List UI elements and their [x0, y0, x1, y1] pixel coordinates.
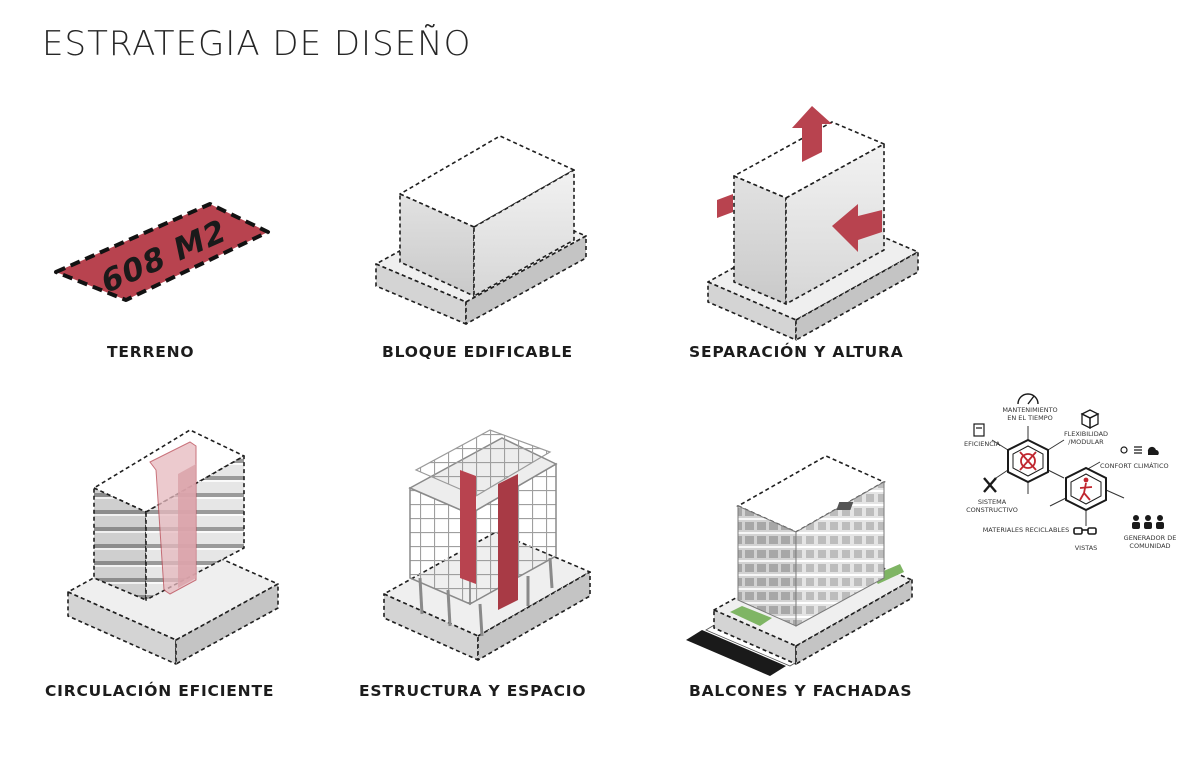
side-arrow-icon [832, 204, 882, 252]
criteria-diagram: MANTENIMIENTO EN EL TIEMPO EFICIENCIA FL… [836, 393, 1177, 552]
label-flexibilidad-1: FLEXIBILIDAD [1064, 430, 1108, 438]
label-eficiencia: EFICIENCIA [964, 440, 1001, 448]
up-arrow-icon [792, 106, 832, 162]
label-sistema-1: SISTEMA [978, 498, 1007, 506]
label-mantenimiento-1: MANTENIMIENTO [1002, 406, 1057, 414]
terrain-plot: 608 M2 [54, 202, 270, 302]
page-title: ESTRATEGIA DE DISEÑO [42, 24, 472, 64]
label-separacion-altura: SEPARACIÓN Y ALTURA [689, 343, 904, 361]
label-sistema-2: CONSTRUCTIVO [966, 506, 1018, 514]
structure-space-block [383, 429, 591, 661]
left-arrow-icon [717, 194, 733, 218]
gauge-icon [1017, 393, 1039, 405]
buildable-block [375, 135, 587, 325]
separation-height-block [707, 106, 919, 341]
label-circulacion-eficiente: CIRCULACIÓN EFICIENTE [45, 682, 275, 700]
label-estructura-espacio: ESTRUCTURA Y ESPACIO [359, 682, 587, 700]
calculator-icon [973, 423, 985, 437]
balconies-facades-block [686, 455, 913, 676]
label-vistas: VISTAS [1075, 544, 1098, 552]
label-terreno: TERRENO [107, 343, 195, 361]
structural-core [460, 470, 476, 584]
hexagon-right [1065, 466, 1107, 512]
person-icon [1079, 477, 1093, 501]
label-balcones-fachadas: BALCONES Y FACHADAS [689, 682, 913, 700]
material-icon [836, 502, 854, 510]
label-bloque-edificable: BLOQUE EDIFICABLE [382, 343, 573, 361]
modular-box-icon [1080, 409, 1100, 430]
efficient-circulation-block [67, 429, 279, 665]
label-materiales: MATERIALES RECICLABLES [983, 526, 1070, 534]
label-confort: CONFORT CLIMÁTICO [1100, 461, 1169, 470]
label-flexibilidad-2: /MODULAR [1068, 438, 1104, 446]
glasses-icon [1073, 527, 1097, 535]
climate-icons [1120, 446, 1159, 455]
tools-icon [983, 477, 997, 493]
community-icon [1132, 515, 1164, 529]
label-generador-1: GENERADOR DE [1124, 534, 1177, 542]
label-generador-2: COMUNIDAD [1129, 542, 1170, 550]
recycle-icon [1019, 451, 1037, 471]
label-mantenimiento-2: EN EL TIEMPO [1007, 414, 1052, 422]
